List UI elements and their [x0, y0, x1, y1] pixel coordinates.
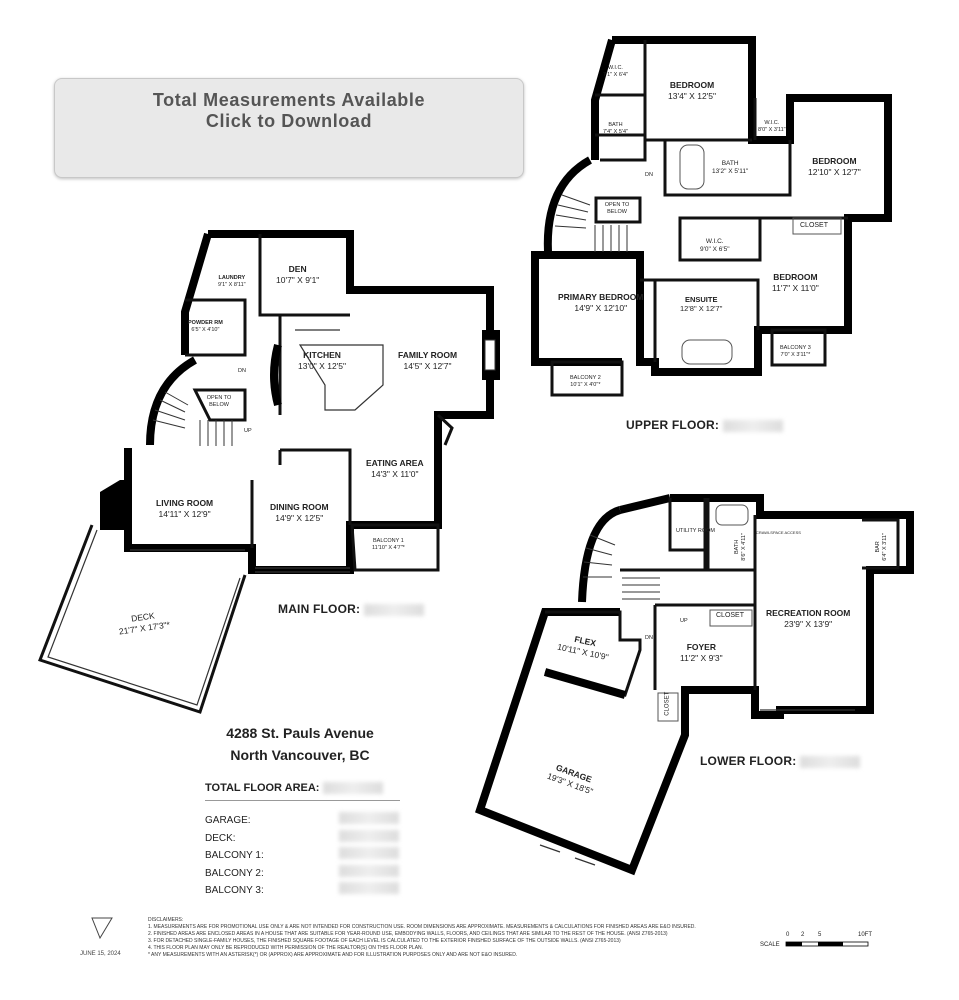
total-floor-area-label: TOTAL FLOOR AREA:: [205, 782, 320, 794]
area-row: DECK:: [205, 829, 405, 848]
disclaimer: DISCLAIMERS: 1. MEASUREMENTS ARE FOR PRO…: [148, 917, 696, 958]
stair-dn-main: DN: [238, 368, 246, 374]
property-address: 4288 St. Pauls Avenue North Vancouver, B…: [200, 722, 400, 766]
room-lower-closet-2: CLOSET: [664, 691, 671, 716]
room-utility: UTILITY ROOM: [676, 528, 716, 534]
address-line-2: North Vancouver, BC: [230, 747, 370, 763]
room-upper-open-below: OPEN TO BELOW: [604, 202, 630, 215]
area-row: GARAGE:: [205, 812, 405, 830]
room-upper-wic-2: W.I.C.8'0" X 3'11": [758, 120, 786, 133]
stair-up-lower: UP: [680, 618, 688, 624]
room-upper-wic-1: W.I.C.7'1" X 6'4": [603, 65, 628, 78]
download-line-1: Total Measurements Available: [152, 90, 426, 110]
stair-up-main: UP: [244, 428, 252, 434]
main-floor-walls: [38, 230, 500, 714]
area-row: BALCONY 2:: [205, 864, 405, 883]
stair-dn-upper: DN: [645, 172, 653, 178]
address-line-1: 4288 St. Pauls Avenue: [226, 725, 374, 741]
room-upper-wic-3: W.I.C.9'0" X 6'5": [700, 238, 730, 254]
area-list: GARAGE: DECK: BALCONY 1: BALCONY 2: BALC…: [205, 812, 405, 900]
north-arrow-icon: [91, 917, 113, 940]
area-row: BALCONY 3:: [205, 882, 405, 900]
scale-labels: SCALE 0 2 5 10FT: [760, 932, 873, 948]
upper-floor-title: UPPER FLOOR:: [626, 418, 784, 432]
lower-floor-title: LOWER FLOOR:: [700, 754, 861, 768]
upper-floor-walls: [531, 36, 892, 397]
download-line-2: Click to Download: [205, 111, 373, 131]
scale-bar: [785, 941, 869, 947]
plan-date: JUNE 15, 2024: [80, 951, 121, 957]
room-lower-closet-1: CLOSET: [716, 612, 745, 619]
main-floor-title: MAIN FLOOR:: [278, 602, 425, 616]
download-measurements-button[interactable]: Total Measurements Available Click to Do…: [54, 78, 524, 178]
room-open-below-main: OPEN TO BELOW: [206, 395, 232, 408]
area-row: BALCONY 1:: [205, 847, 405, 865]
lower-floor-walls: [475, 494, 914, 876]
total-floor-area: TOTAL FLOOR AREA:: [205, 782, 400, 802]
room-crawlspace: CRAWLSPACE ACCESS: [756, 530, 801, 535]
stair-dn-lower: DN: [645, 635, 653, 641]
room-upper-closet: CLOSET: [800, 222, 829, 229]
